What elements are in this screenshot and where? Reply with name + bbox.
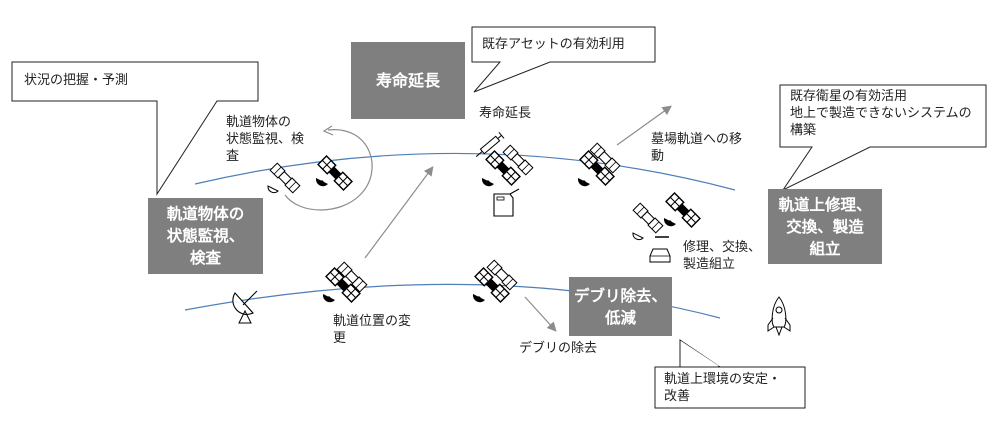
callout-situational: 状況の把握・予測 [24, 73, 129, 88]
satellite-dish-icon [322, 294, 335, 303]
activity-label-repair: 修理、交換、 製造組立 [683, 240, 762, 272]
rocket-icon [767, 296, 791, 337]
category-box-life-extension: 寿命延長 [351, 42, 465, 119]
activity-label-relocation: 軌道位置の変 更 [333, 314, 412, 346]
debris-arrow [524, 296, 557, 332]
activity-label-inspection: 軌道物体の 状態監視、検 査 [226, 115, 305, 164]
satellite-dish-icon [267, 185, 279, 193]
relocation-arrow [364, 166, 434, 259]
graveyard-arrow [616, 105, 672, 146]
satellite-icon [269, 162, 301, 194]
activity-label-graveyard: 墓場軌道への移 動 [651, 132, 743, 164]
satellite-dish-icon [472, 294, 485, 303]
callout-situational-shape [11, 61, 259, 196]
satellite-dish-icon [632, 232, 644, 240]
activity-label-life-extension: 寿命延長 [479, 106, 532, 121]
fuel-can-icon [493, 188, 520, 217]
category-box-debris: デブリ除去、 低減 [569, 277, 672, 336]
circular-arrow-icon [284, 129, 373, 211]
callout-satellite-use-shape [779, 84, 987, 192]
category-box-inspection: 軌道物体の 状態監視、 検査 [148, 198, 263, 274]
callout-asset: 既存アセットの有効利用 [482, 37, 625, 52]
satellite-dish-icon [232, 290, 258, 324]
callout-asset-shape [471, 26, 656, 93]
satellite-dish-icon [315, 178, 328, 187]
satellite-dish-icon [663, 218, 676, 227]
satellite-dish-icon [577, 178, 590, 187]
callout-satellite-use: 既存衛星の有効活用 地上で製造できないシステムの 構築 [790, 89, 972, 138]
callout-environment: 軌道上環境の安定・ 改善 [664, 372, 782, 404]
syringe-icon [475, 131, 505, 157]
activity-label-debris-removal: デブリの除去 [519, 341, 598, 356]
car-icon [649, 248, 671, 263]
satellite-icon [632, 202, 664, 234]
category-box-repair: 軌道上修理、 交換、製造 組立 [768, 189, 882, 264]
satellite-dish-icon [481, 178, 494, 187]
